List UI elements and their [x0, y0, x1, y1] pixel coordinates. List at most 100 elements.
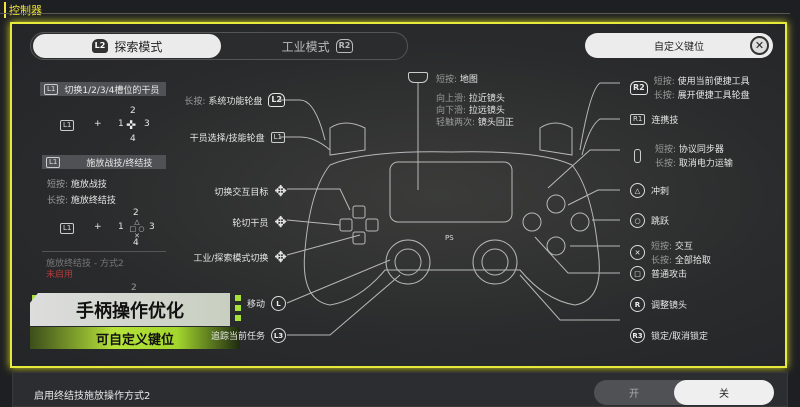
prefix: 长按: — [655, 159, 677, 169]
tab-label: 探索模式 — [114, 39, 163, 54]
slot-2: 2 — [133, 208, 139, 218]
slot-3: 3 — [149, 222, 155, 232]
slot-4: 4 — [130, 134, 136, 144]
touchpad-swipe-down: 向下滑: 拉远镜头 — [436, 103, 505, 116]
l2-key-icon: L2 — [268, 93, 285, 107]
prefix: 长按: — [653, 91, 675, 101]
label-square: □ 普通攻击 — [630, 266, 687, 281]
touchpad-icon — [408, 72, 428, 83]
square-icon: □ — [630, 266, 645, 281]
slot-3: 3 — [144, 119, 150, 129]
decor — [235, 305, 241, 311]
dpad-left-icon: ✥ — [274, 213, 287, 231]
text: 工业/探索模式切换 — [193, 253, 269, 264]
text: 调整镜头 — [651, 301, 688, 311]
prefix: 长按: — [651, 256, 673, 266]
text: 切换交互目标 — [214, 187, 269, 198]
label-l3: 追踪当前任务 L3 — [211, 328, 286, 343]
text: 地图 — [459, 75, 478, 85]
dpad-icon: ✜ — [126, 118, 137, 132]
face-buttons-icon: △□ ○✕ — [129, 218, 145, 240]
plus: + — [94, 222, 102, 232]
l1-key-icon: L1 — [270, 132, 285, 143]
text: 干员选择/技能轮盘 — [189, 134, 265, 144]
label-circle: ○ 跳跃 — [630, 213, 669, 228]
text: 锁定/取消锁定 — [651, 332, 709, 342]
touchpad-swipe-up: 向上滑: 拉近镜头 — [436, 91, 505, 104]
r2-key-icon: R2 — [335, 39, 354, 53]
tab-label: 工业模式 — [281, 39, 330, 54]
label-r3: R3 锁定/取消锁定 — [630, 328, 708, 343]
l3-icon: L3 — [271, 328, 286, 343]
triangle-icon: △ — [630, 183, 645, 198]
label-dpad-left: 轮切干员 ✥ — [232, 213, 287, 231]
text: 普通攻击 — [651, 270, 688, 280]
plus: + — [94, 119, 102, 129]
slot-2: 2 — [130, 106, 136, 116]
text: 展开便捷工具轮盘 — [677, 91, 750, 101]
customize-keys-button[interactable]: 自定义键位 ✕ — [585, 33, 773, 58]
on-off-toggle[interactable]: 开 关 — [594, 380, 774, 405]
touchpad-short: 短按: 地图 — [436, 72, 478, 85]
slot-1: 1 — [118, 119, 124, 129]
text: 交互 — [674, 242, 693, 252]
dpad-right-icon: ✥ — [274, 248, 287, 266]
decor — [235, 315, 241, 321]
toggle-on-option[interactable]: 开 — [629, 389, 639, 400]
text: 全部拾取 — [674, 256, 711, 266]
header-label: 切换1/2/3/4槽位的干员 — [64, 85, 160, 96]
toggle-off-option[interactable]: 关 — [674, 380, 774, 405]
skill-short: 短按: 施放战技 — [47, 177, 107, 190]
label-triangle: △冲刺 — [630, 183, 669, 198]
cross-icon: ✕ — [630, 245, 645, 260]
text: 镜头回正 — [477, 118, 514, 128]
label-dpad-up: 切换交互目标✥ — [214, 182, 287, 200]
prefix: 短按: — [651, 242, 673, 252]
r2-key-icon: R2 — [630, 80, 648, 95]
promo-banner-title: 手柄操作优化 — [30, 293, 230, 326]
text: 追踪当前任务 — [210, 332, 265, 342]
prefix: 长按: — [47, 196, 69, 206]
setting-label: 启用终结技施放操作方式2 — [34, 391, 151, 402]
prefix: 短按: — [653, 77, 675, 87]
options-button-icon — [634, 148, 641, 163]
l1-key-icon: L1 — [46, 156, 61, 168]
l1-key-icon: L1 — [60, 120, 75, 131]
customize-label: 自定义键位 — [654, 42, 704, 53]
label-l1: 干员选择/技能轮盘 L1 — [190, 131, 285, 144]
l-stick-icon: L — [271, 296, 286, 311]
text: 施放终结技 — [70, 196, 116, 206]
r3-icon: R3 — [630, 328, 645, 343]
playstation-logo-icon: PS — [445, 234, 454, 242]
decor — [235, 295, 241, 301]
prefix: 轻触两次: — [436, 118, 476, 128]
cross-close-icon[interactable]: ✕ — [750, 36, 769, 55]
tab-industry-mode[interactable]: 工业模式 R2 — [230, 34, 405, 58]
text: 施放战技 — [70, 180, 107, 190]
text: 取消电力运输 — [678, 159, 733, 169]
method2-label: 施放终结技 - 方式2 — [46, 259, 124, 269]
promo-banner-subtitle: 可自定义键位 — [30, 327, 240, 349]
text: 轮切干员 — [232, 218, 269, 229]
prefix: 短按: — [655, 145, 677, 155]
label-cross: ✕ 短按: 交互长按: 全部拾取 — [630, 239, 711, 266]
text: 协议同步器 — [678, 145, 724, 155]
text: 系统功能轮盘 — [208, 96, 263, 107]
circle-icon: ○ — [630, 213, 645, 228]
method2-status: 未启用 — [46, 270, 74, 280]
combo-switch: L1 + 1 2 3 4 ✜ — [58, 106, 158, 150]
l1-key-icon: L1 — [44, 83, 59, 95]
prefix: 短按: — [47, 180, 69, 190]
label-options: 短按: 协议同步器长按: 取消电力运输 — [634, 142, 733, 169]
header-label: 施放战技/终结技 — [86, 158, 153, 169]
prefix: 向上滑: — [436, 94, 467, 104]
l1-key-icon: L1 — [60, 223, 75, 234]
text: 跳跃 — [651, 217, 670, 227]
text: 连携技 — [651, 116, 679, 126]
